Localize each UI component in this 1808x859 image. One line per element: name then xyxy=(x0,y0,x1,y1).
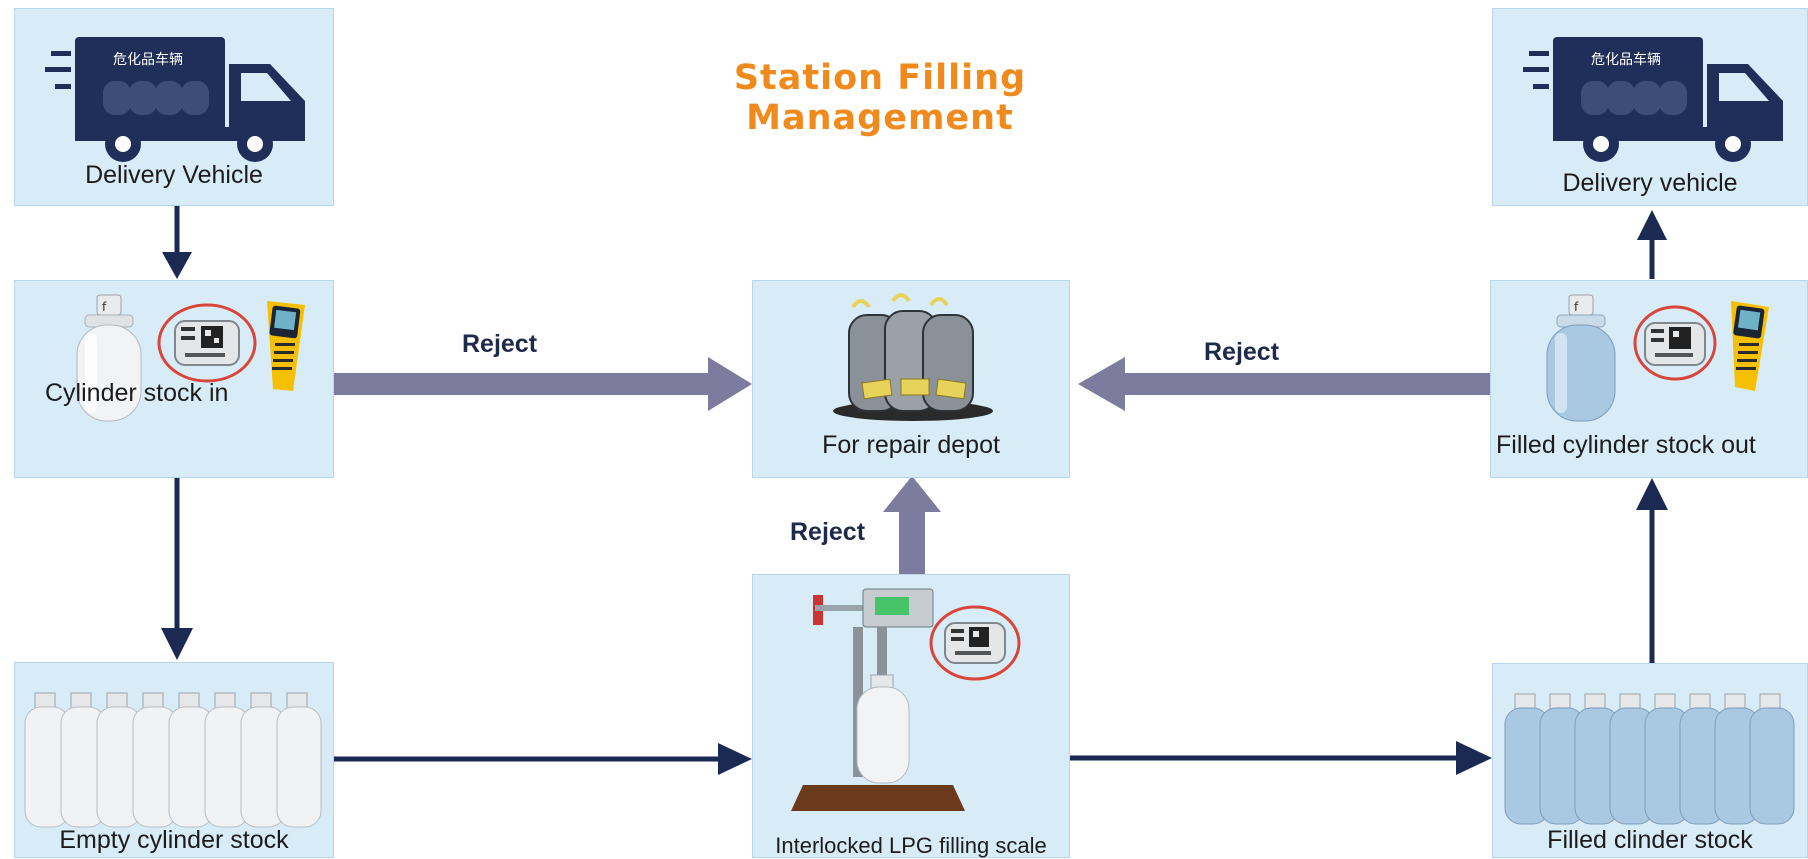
cylinder-icon: f xyxy=(76,294,142,422)
node-repair-depot: For repair depot xyxy=(752,280,1070,478)
arrow-scale-to-filled-stock xyxy=(1070,741,1492,775)
node-label: Cylinder stock in xyxy=(45,379,229,407)
node-filled-cylinder-stock: Filled clinder stock xyxy=(1492,663,1808,858)
arrow-stock-out-to-delivery xyxy=(1637,210,1667,279)
node-delivery-vehicle-in: 危化品车辆 Delivery Vehicle xyxy=(14,8,334,206)
node-label: Filled cylinder stock out xyxy=(1496,431,1756,459)
diagram-title: Station Filling Management xyxy=(733,58,1027,138)
handheld-scanner-icon xyxy=(1731,301,1769,391)
truck-side-text: 危化品车辆 xyxy=(113,51,183,68)
svg-text:f: f xyxy=(102,300,107,314)
arrow-stock-in-to-empty-stock xyxy=(161,478,193,660)
cylinder-icon: f xyxy=(1546,294,1616,422)
damaged-cylinders-icon xyxy=(833,293,993,421)
cylinder-tag-scanner-icon: f xyxy=(1546,294,1769,422)
reject-arrow-left xyxy=(333,357,752,411)
empty-cylinders-icon xyxy=(24,692,322,828)
handheld-scanner-icon xyxy=(267,301,305,391)
reject-arrow-up xyxy=(883,476,941,574)
truck-icon: 危化品车辆 xyxy=(45,37,305,162)
node-label: Interlocked LPG filling scale xyxy=(775,833,1047,858)
cylinder-icon xyxy=(204,692,250,828)
cylinder-icon xyxy=(60,692,106,828)
arrow-filled-stock-to-stock-out xyxy=(1636,478,1668,663)
node-label: Empty cylinder stock xyxy=(59,826,289,854)
cylinder-icon xyxy=(276,692,322,828)
node-label: Delivery Vehicle xyxy=(85,161,263,189)
cylinder-icon xyxy=(168,692,214,828)
node-label: Filled clinder stock xyxy=(1547,826,1753,854)
reject-label-left: Reject xyxy=(462,330,538,358)
cylinder-icon xyxy=(1504,693,1550,825)
cylinder-icon xyxy=(856,674,910,784)
cylinder-icon xyxy=(1539,693,1585,825)
cylinder-icon xyxy=(1714,693,1760,825)
arrow-delivery-to-stock-in xyxy=(162,206,192,279)
arrow-empty-stock-to-scale xyxy=(333,743,752,775)
truck-icon: 危化品车辆 xyxy=(1523,37,1783,162)
filling-scale-icon xyxy=(791,588,1021,811)
truck-side-text: 危化品车辆 xyxy=(1591,51,1661,68)
node-empty-cylinder-stock: Empty cylinder stock xyxy=(14,662,334,858)
cylinder-tag-scanner-icon: f xyxy=(76,294,305,422)
reject-label-scale: Reject xyxy=(790,518,866,546)
barcode-tag-icon xyxy=(929,605,1021,681)
node-label: For repair depot xyxy=(822,431,1000,459)
node-cylinder-stock-in: f xyxy=(14,280,334,478)
svg-text:f: f xyxy=(1574,300,1579,314)
filled-cylinders-icon xyxy=(1504,693,1795,825)
cylinder-icon xyxy=(1749,693,1795,825)
barcode-tag-icon xyxy=(157,303,257,383)
barcode-tag-icon xyxy=(1633,305,1717,381)
node-label: Delivery vehicle xyxy=(1562,169,1738,197)
node-filling-scale: Interlocked LPG filling scale xyxy=(752,574,1070,858)
cylinder-icon xyxy=(1574,693,1620,825)
node-delivery-vehicle-out: 危化品车辆 Delivery vehicle xyxy=(1492,8,1808,206)
reject-arrow-right xyxy=(1078,357,1490,411)
node-filled-cylinder-stock-out: f xyxy=(1490,280,1808,478)
reject-label-right: Reject xyxy=(1204,338,1280,366)
